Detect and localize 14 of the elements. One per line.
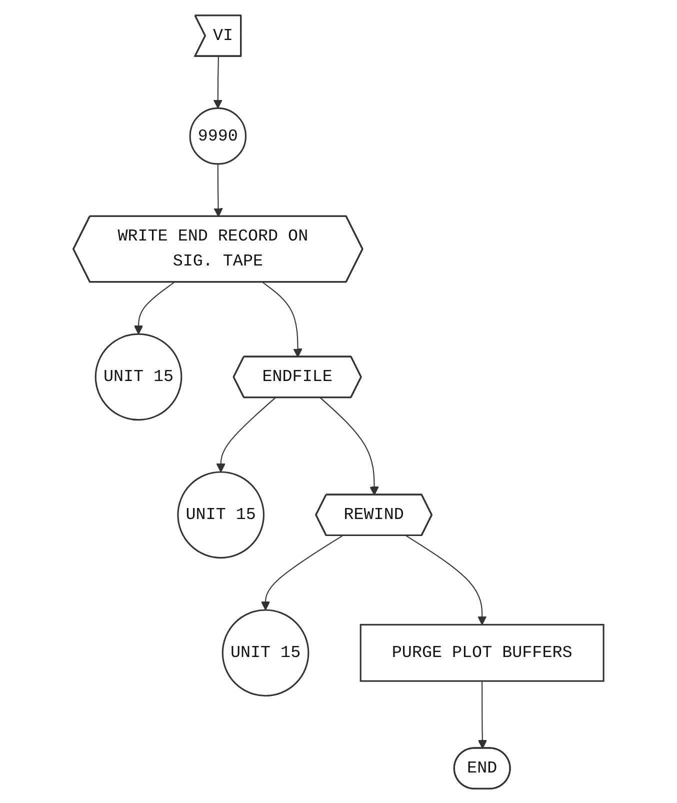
- arrow: [262, 281, 302, 358]
- arrow: [261, 534, 343, 610]
- node-circle: UNIT 15: [94, 332, 182, 420]
- node-box: PURGE PLOT BUFFERS: [360, 623, 604, 682]
- arrow: [406, 534, 487, 625]
- arrow: [216, 396, 276, 472]
- node-circle: UNIT 15: [177, 470, 265, 558]
- arrow: [478, 680, 488, 748]
- arrow: [213, 56, 223, 108]
- arrow: [134, 281, 175, 334]
- node-circle: 9990: [189, 106, 247, 164]
- arrow: [320, 396, 379, 495]
- node-circle: UNIT 15: [222, 608, 310, 696]
- arrow: [214, 163, 223, 217]
